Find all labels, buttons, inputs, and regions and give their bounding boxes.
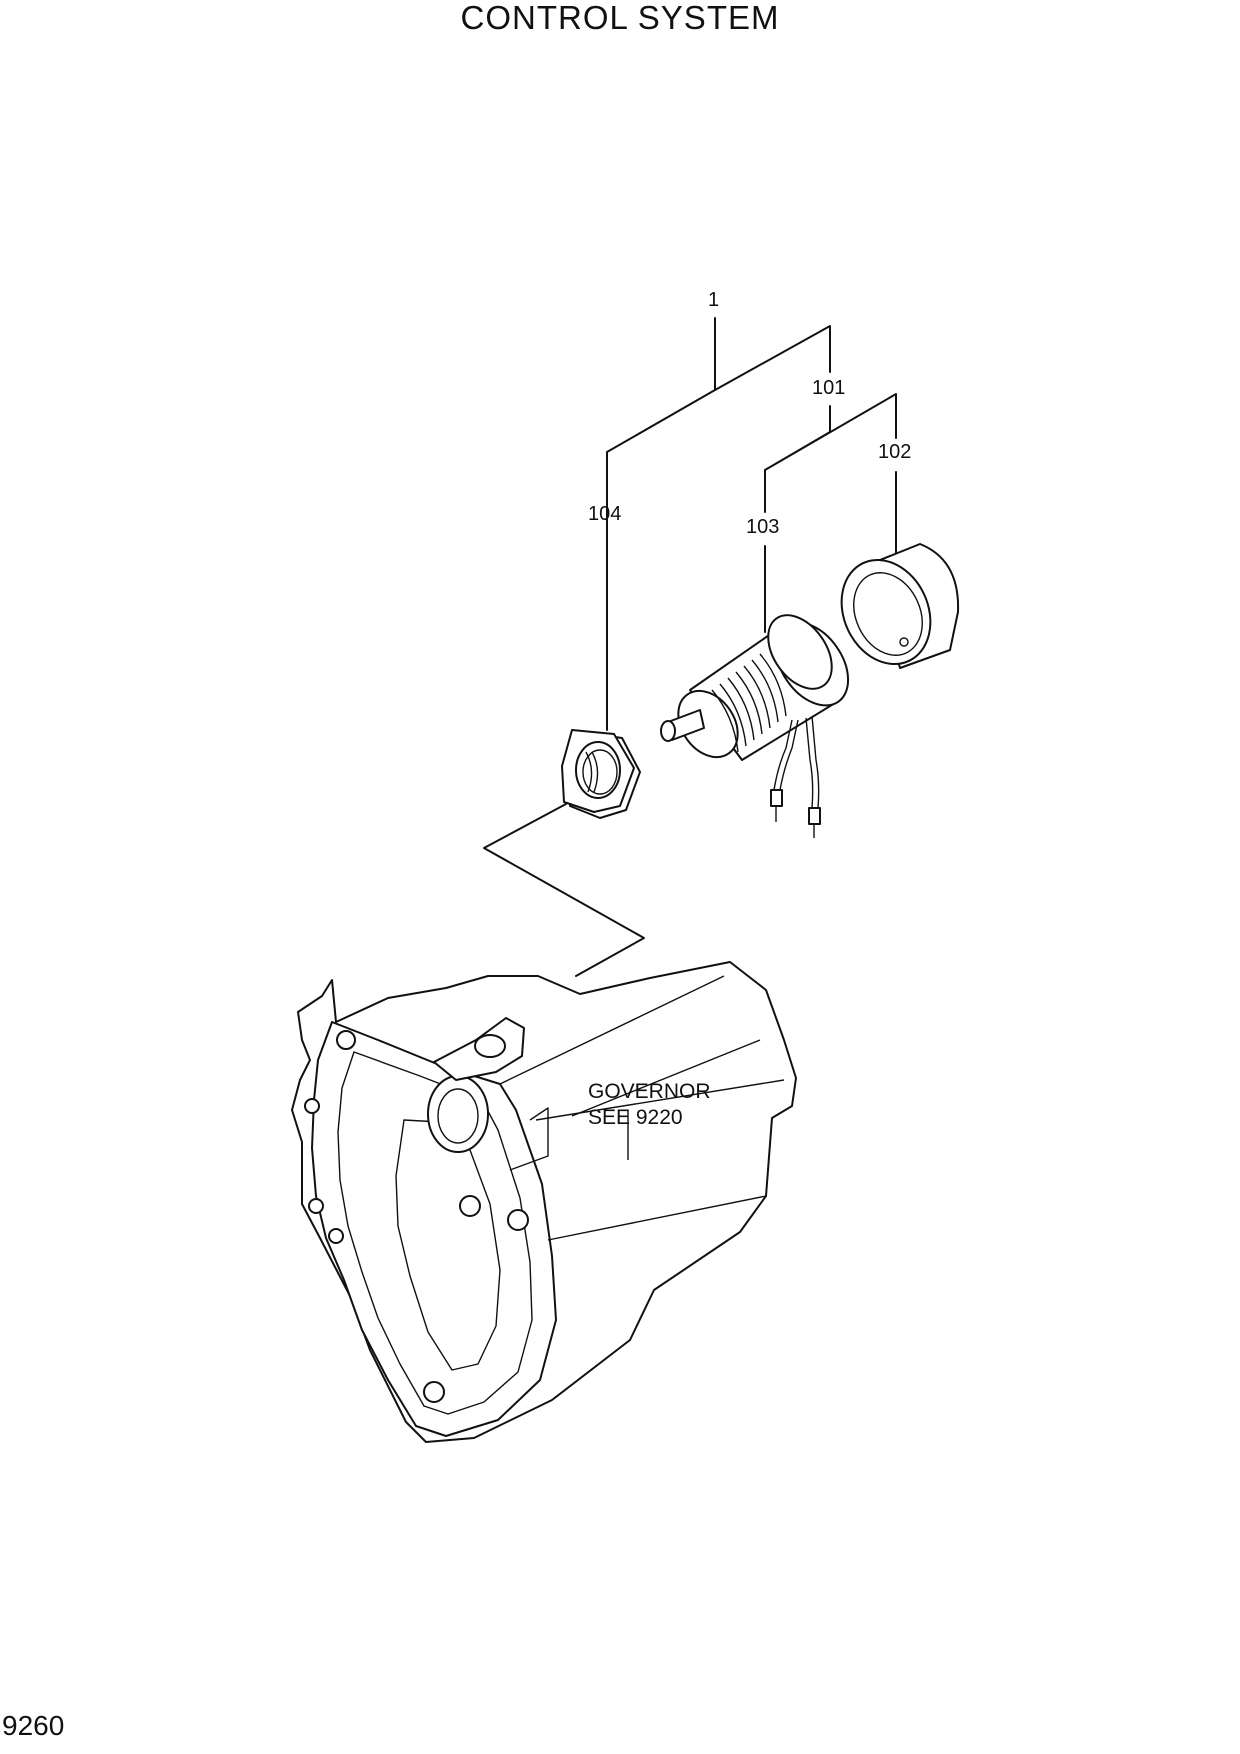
callout-103: 103 [746,516,779,538]
page-title: CONTROL SYSTEM [460,0,780,36]
callout-102: 102 [878,441,911,463]
callout-1: 1 [708,289,719,311]
governor-note-line2: SEE 9220 [588,1106,683,1129]
callout-101: 101 [812,377,845,399]
governor-note-line1: GOVERNOR [588,1080,711,1103]
governor-housing-part [291,961,797,1443]
sleeve-ring-part [840,543,960,669]
hex-nut-part [561,729,641,819]
callout-104: 104 [588,503,621,525]
callout-leader-lines [606,317,897,731]
speed-sensor-part [660,614,850,838]
page-number: 9260 [2,1710,65,1741]
housing-connector-line [483,803,645,977]
